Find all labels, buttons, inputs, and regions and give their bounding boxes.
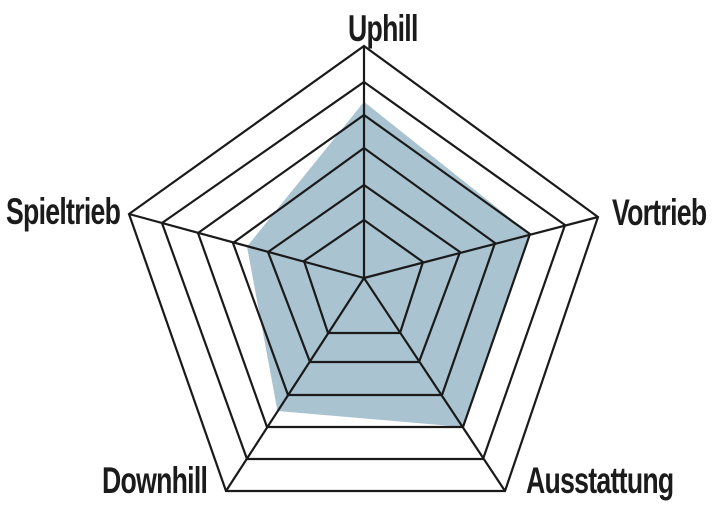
axis-label-vortrieb: Vortrieb [612,192,707,233]
grid-ring [302,218,425,335]
axis-spoke [363,215,599,280]
grid-ring [196,113,532,429]
radar-grid [127,44,600,493]
axis-spoke [128,212,365,280]
axis-label-uphill: Uphill [348,8,418,49]
grid-ring [160,80,567,461]
axis-label-spieltrieb: Spieltrieb [6,191,121,232]
grid-ring [127,44,600,493]
axis-label-downhill: Downhill [102,460,208,501]
axis-spoke [363,277,506,492]
grid-ring [231,146,497,397]
axis-spoke [225,277,365,492]
axis-label-ausstattung: Ausstattung [526,460,674,501]
grid-ring [266,183,462,364]
